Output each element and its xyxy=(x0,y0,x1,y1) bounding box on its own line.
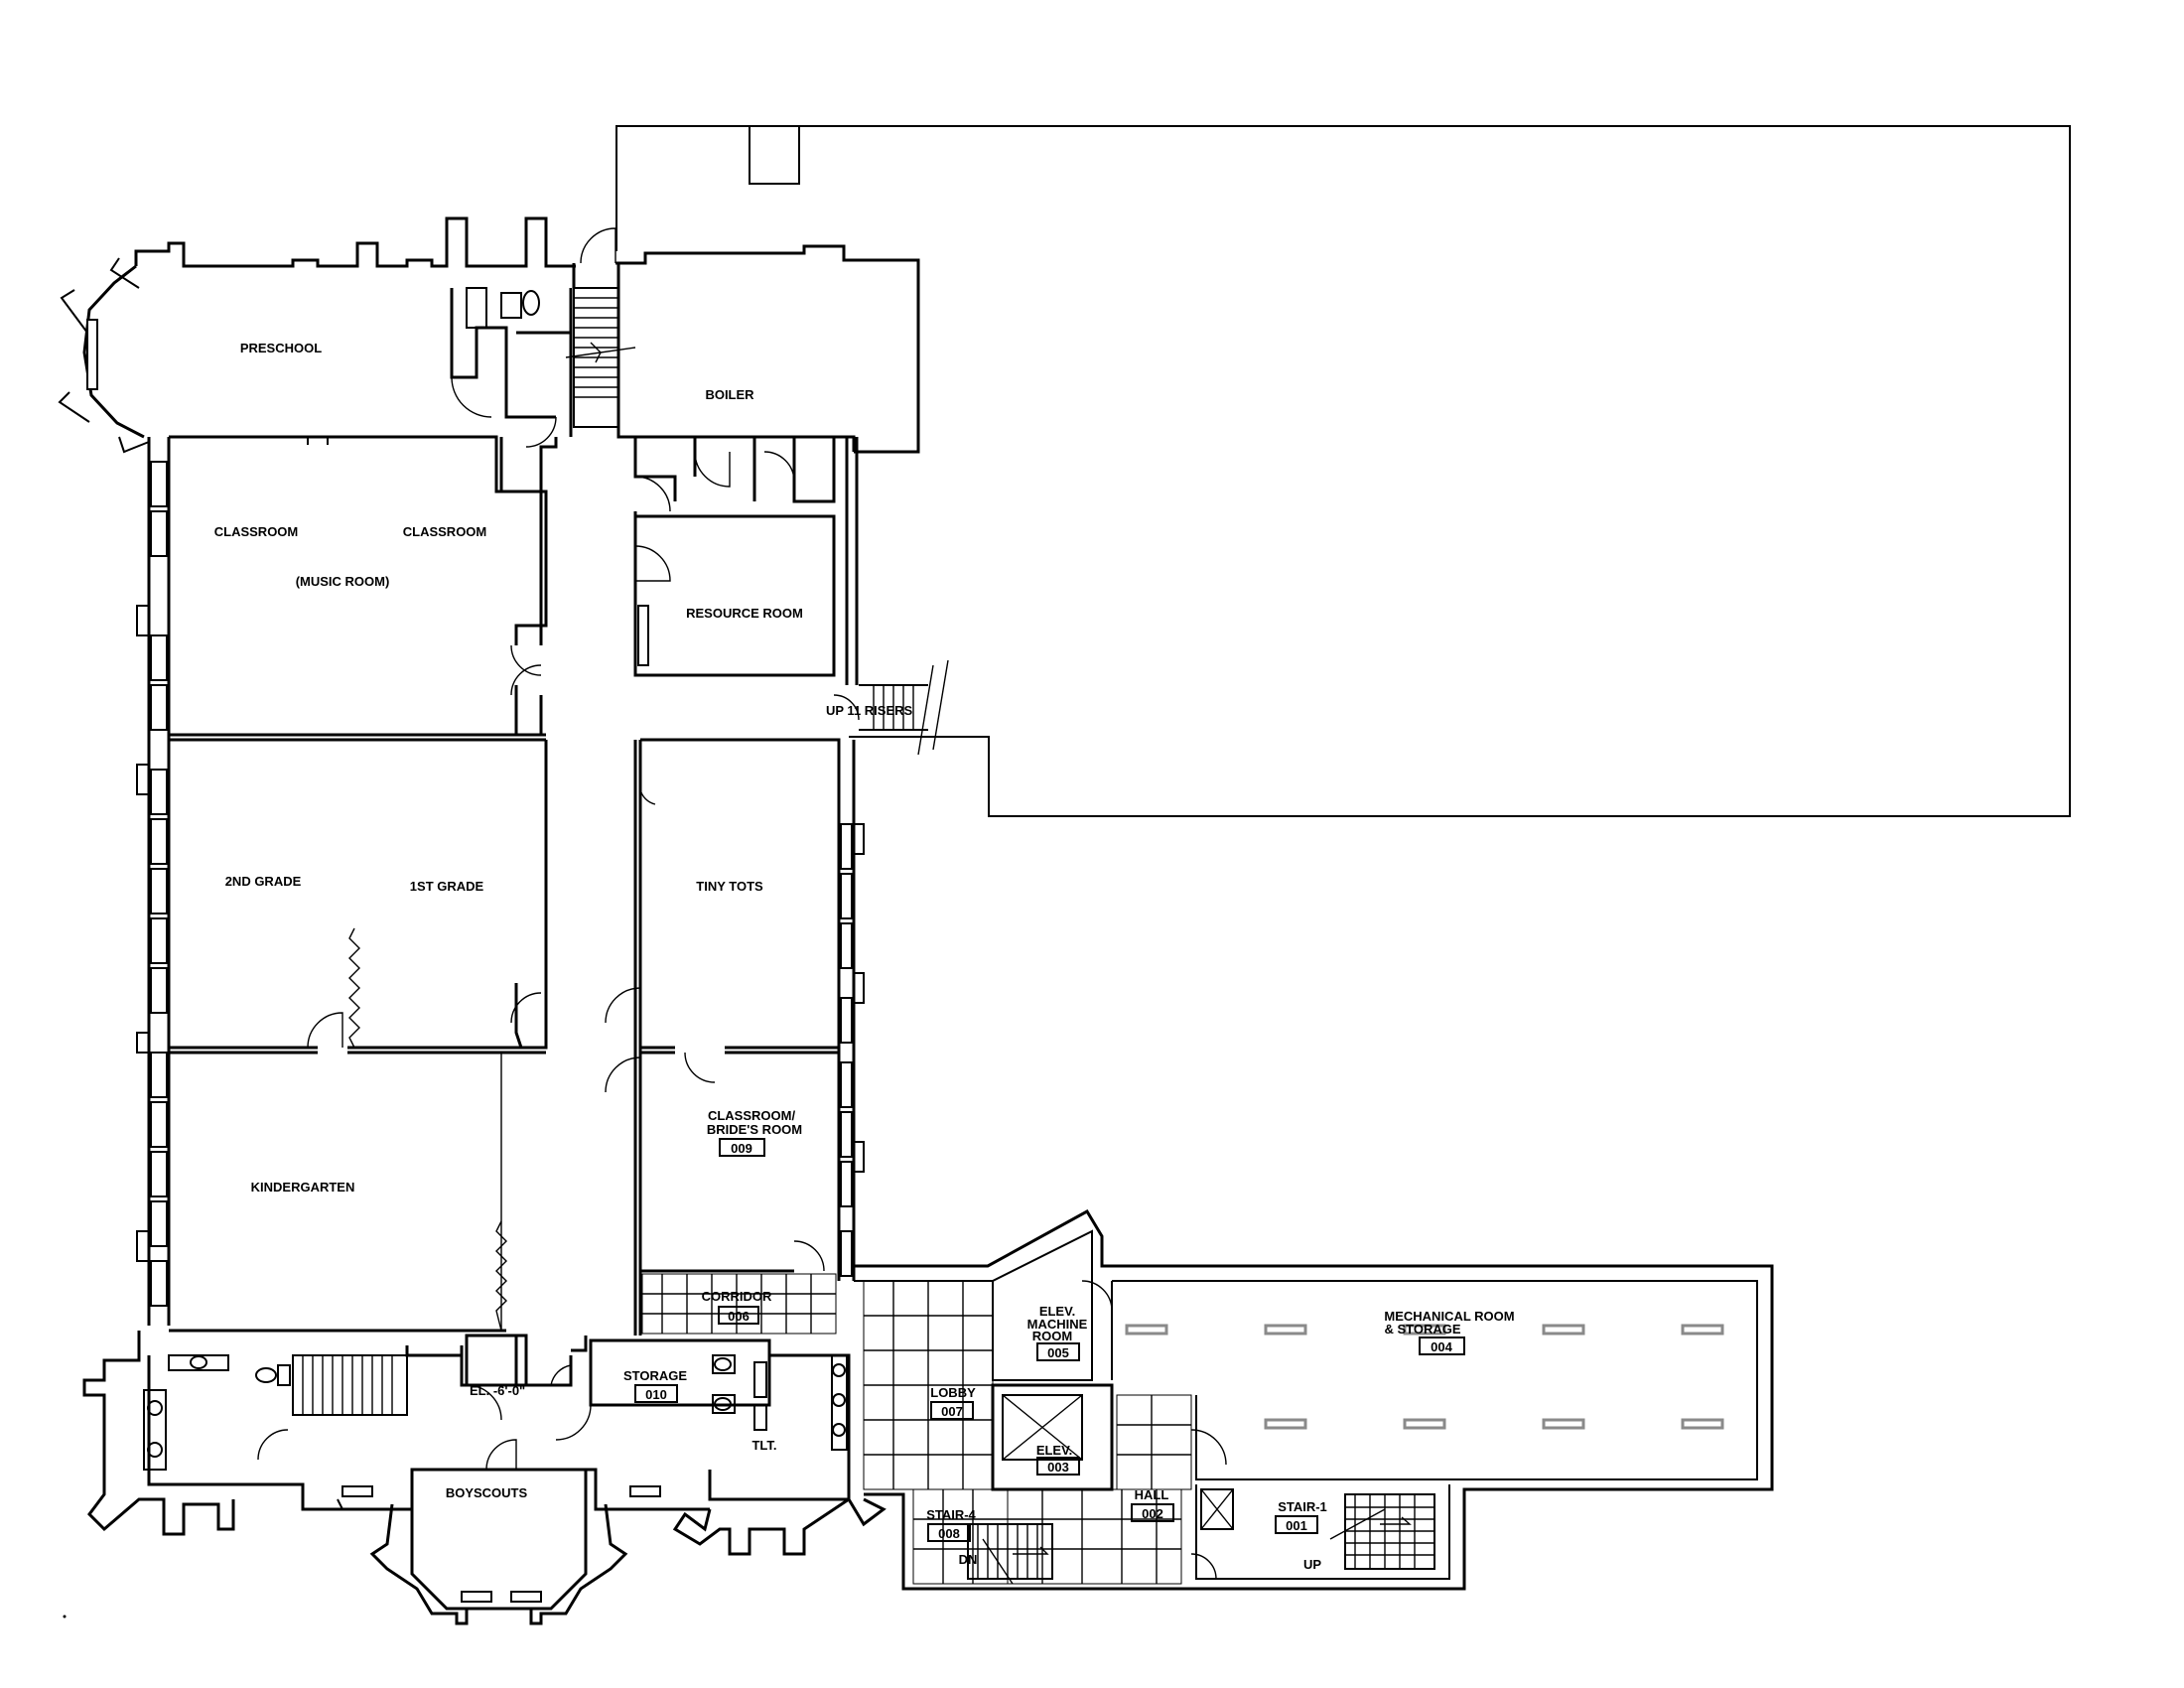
label-lobby-number: 007 xyxy=(941,1404,963,1419)
label-elev-machine-1: ELEV. xyxy=(1039,1304,1075,1319)
label-preschool: PRESCHOOL xyxy=(240,341,322,355)
label-mech-room-1: MECHANICAL ROOM xyxy=(1384,1309,1514,1324)
label-brides-room-number: 009 xyxy=(731,1141,752,1156)
east-annex xyxy=(854,1208,1774,1591)
label-second-grade: 2ND GRADE xyxy=(225,874,302,889)
label-boiler: BOILER xyxy=(705,387,754,402)
label-elev-machine-2: MACHINE xyxy=(1027,1317,1088,1332)
label-stair4-dn: DN xyxy=(959,1552,978,1567)
label-stair4-number: 008 xyxy=(938,1526,960,1541)
label-corridor: CORRIDOR xyxy=(702,1289,772,1304)
label-resource-room: RESOURCE ROOM xyxy=(686,606,803,621)
label-classroom-brides: CLASSROOM/ xyxy=(708,1108,796,1123)
main-building-walls xyxy=(58,216,949,1336)
label-kindergarten: KINDERGARTEN xyxy=(251,1180,355,1195)
lobby-tiles xyxy=(863,1280,1192,1585)
label-stair4: STAIR-4 xyxy=(926,1507,976,1522)
label-elev-machine-3: ROOM xyxy=(1032,1329,1072,1343)
label-elev-machine-number: 005 xyxy=(1047,1345,1069,1360)
label-music-room: (MUSIC ROOM) xyxy=(296,574,390,589)
label-tiny-tots: TINY TOTS xyxy=(696,879,763,894)
label-tlt: TLT. xyxy=(751,1438,776,1453)
label-storage-number: 010 xyxy=(645,1387,667,1402)
label-first-grade: 1ST GRADE xyxy=(410,879,484,894)
label-elev: ELEV. xyxy=(1036,1443,1072,1458)
annex-outline xyxy=(615,125,2071,817)
label-stair1-number: 001 xyxy=(1286,1518,1307,1533)
label-classroom-right: CLASSROOM xyxy=(403,524,487,539)
label-mech-room-number: 004 xyxy=(1431,1339,1452,1354)
label-elev-number: 003 xyxy=(1047,1460,1069,1475)
label-stair1: STAIR-1 xyxy=(1278,1499,1327,1514)
room-labels: PRESCHOOL BOILER CLASSROOM CLASSROOM (MU… xyxy=(214,341,1515,1572)
south-wing xyxy=(82,1331,887,1625)
label-mech-room-2: & STORAGE xyxy=(1384,1322,1460,1336)
label-lobby: LOBBY xyxy=(930,1385,976,1400)
east-stair-risers xyxy=(859,659,949,756)
label-up-risers: UP 11 RISERS xyxy=(826,703,913,718)
label-hall: HALL xyxy=(1135,1487,1169,1502)
label-corridor-number: 006 xyxy=(728,1309,750,1324)
label-boyscouts: BOYSCOUTS xyxy=(446,1485,528,1500)
label-classroom-left: CLASSROOM xyxy=(214,524,299,539)
label-hall-number: 002 xyxy=(1142,1506,1163,1521)
north-stair xyxy=(565,287,636,428)
label-elevation-mark: EL. -6'-0" xyxy=(470,1383,525,1398)
label-brides-room: BRIDE'S ROOM xyxy=(707,1122,802,1137)
corner-dot xyxy=(63,1615,67,1618)
label-storage: STORAGE xyxy=(623,1368,687,1383)
label-stair1-up: UP xyxy=(1303,1557,1321,1572)
